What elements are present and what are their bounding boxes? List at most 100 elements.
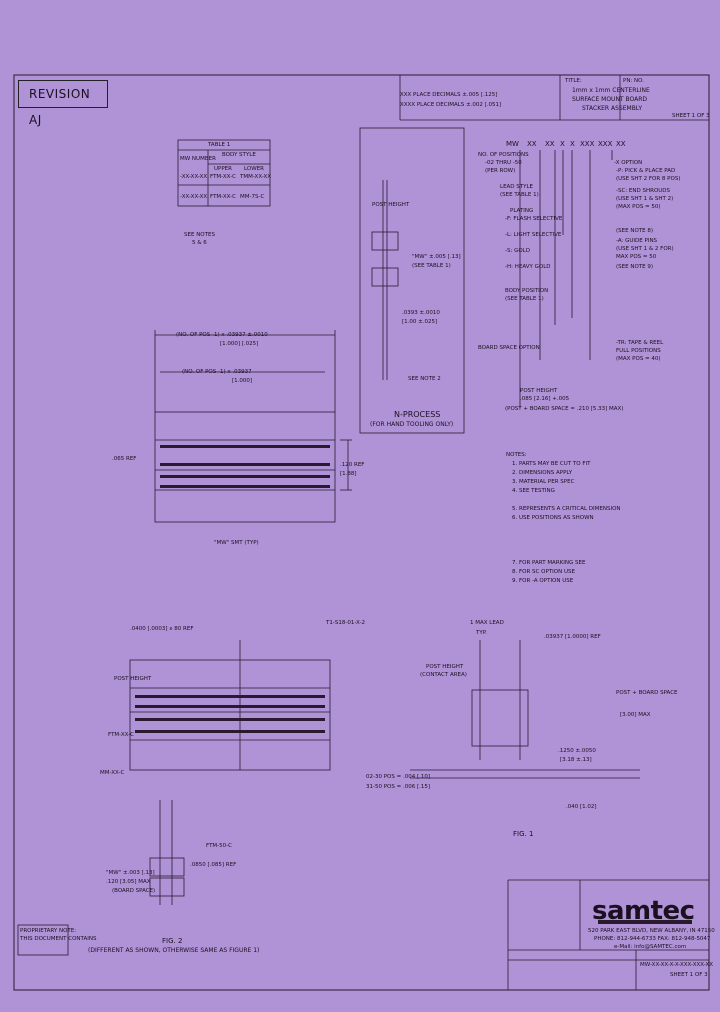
option-line: (MAX POS = 40) <box>616 356 661 362</box>
title-line-1: 1mm x 1mm CENTERLINE <box>572 87 650 94</box>
tolerance-1: XXX PLACE DECIMALS ±.005 [.125] <box>400 92 498 98</box>
note-line: 3. MATERIAL PER SPEC <box>512 479 575 485</box>
code-line: -S: GOLD <box>505 248 530 254</box>
n-process-title: N-PROCESS <box>394 410 441 419</box>
pos-b: 31-50 POS = .006 [.15] <box>366 784 431 790</box>
code-line: PLATING <box>510 208 534 214</box>
code-line: POST HEIGHT <box>520 388 558 394</box>
see-notes: SEE NOTES <box>184 232 215 238</box>
no-pos-dim-b2: [1.000] <box>232 378 253 384</box>
dim-a: .0393 ±.0010 <box>402 310 440 316</box>
pn-code-3: X <box>560 140 565 148</box>
fig-2-label: FIG. 2 <box>162 937 183 945</box>
see-note-2: SEE NOTE 2 <box>408 376 441 382</box>
sheet-top: SHEET 1 OF 3 <box>672 113 710 119</box>
typ-label: TYP. <box>476 630 487 636</box>
fig-2-note: (DIFFERENT AS SHOWN, OTHERWISE SAME AS F… <box>88 947 260 954</box>
option-line: FULL POSITIONS <box>616 348 661 354</box>
see-notes-2: 5 & 6 <box>192 240 207 246</box>
code-line: BOARD SPACE OPTION <box>478 345 540 351</box>
dim-065: .065 REF <box>112 456 137 462</box>
dim-040: .040 [1.02] <box>566 804 597 810</box>
code-line: -H: HEAVY GOLD <box>505 264 551 270</box>
note-line: 2. DIMENSIONS APPLY <box>512 470 573 476</box>
table-cell: -XX-XX-XX <box>180 174 208 180</box>
dim-125b: [3.18 ±.13] <box>560 757 592 763</box>
table-header-right: BODY STYLE <box>222 152 256 158</box>
pin-label: T1-S18-01-X-2 <box>326 620 366 626</box>
table-cell: -XX-XX-XX <box>180 194 208 200</box>
company-line-2: PHONE: 812-944-6733 FAX: 812-948-5047 <box>594 936 711 942</box>
table-title: TABLE 1 <box>208 142 231 148</box>
code-line: BODY POSITION <box>505 288 549 294</box>
option-line: -A: GUIDE PINS <box>616 238 658 244</box>
code-line: NO. OF POSITIONS <box>478 152 529 158</box>
mw-003: "MW" ±.003 [.13] <box>106 870 155 876</box>
code-line: -F: FLASH SELECTIVE <box>505 216 563 222</box>
table-sub-upper: UPPER <box>214 166 232 172</box>
top-ref-label: .0400 [.0003] x 80 REF <box>130 626 194 632</box>
note-line: 4. SEE TESTING <box>512 488 555 494</box>
proprietary-title: PROPRIETARY NOTE: <box>20 928 77 934</box>
code-line: (PER ROW) <box>485 168 516 174</box>
code-line: .085 [2.16] +.005 <box>520 396 570 402</box>
code-line: -02 THRU -50 <box>485 160 522 166</box>
table-sub-lower: LOWER <box>244 166 264 172</box>
dim-120b: .120 [3.05] MAX <box>106 879 151 885</box>
no-pos-dim: (NO. OF POS -1) x .03937 ±.0010 <box>176 332 268 338</box>
contact-area: (CONTACT AREA) <box>420 672 467 678</box>
no-pos-dim-b: (NO. OF POS -1) x .03937 <box>182 369 252 375</box>
table-header-left: MW NUMBER <box>180 156 216 162</box>
table-cell: MM-7S-C <box>240 194 265 200</box>
option-line: MAX POS = 50 <box>616 254 657 260</box>
dim-120: .120 REF <box>340 462 365 468</box>
mw-smt-label: "MW" SMT (TYP) <box>214 540 259 546</box>
option-line: -X OPTION <box>614 160 643 166</box>
max-lead: 1 MAX LEAD <box>470 620 504 626</box>
n-process-subtitle: (FOR HAND TOOLING ONLY) <box>370 421 454 428</box>
samtec-logo: samtec <box>592 896 695 926</box>
post-height-side: POST HEIGHT <box>114 676 152 682</box>
pn-code-6: XXX <box>598 140 613 148</box>
part-no-label: PN: NO. <box>623 78 645 84</box>
table-cell: TMM-XX-XX <box>240 174 272 180</box>
drawing-number: MW-XX-XX-X-X-XXX-XXX-XX <box>640 962 714 968</box>
option-line: -SC: END SHROUDS <box>616 188 671 194</box>
pn-code-1: XX <box>527 140 537 148</box>
table-cell: FTM-XX-C <box>210 174 236 180</box>
note-line: 9. FOR -A OPTION USE <box>512 578 574 584</box>
mm-label: MM-XX-C <box>100 770 125 776</box>
see-table-label: (SEE TABLE 1) <box>412 263 451 269</box>
fig-1-label: FIG. 1 <box>513 830 534 838</box>
ftm-50-c: FTM-50-C <box>206 843 232 849</box>
pos-a: 02-30 POS = .004 [.10] <box>366 774 431 780</box>
board-space-b: POST + BOARD SPACE <box>616 690 678 696</box>
dim-125: .1250 ±.0050 <box>558 748 596 754</box>
option-line: (SEE NOTE 8) <box>616 228 654 234</box>
dim-0393-ref: .03937 [1.0000] REF <box>544 634 601 640</box>
company-line-1: 520 PARK EAST BLVD, NEW ALBANY, IN 47150 <box>588 928 715 934</box>
pn-code-7: XX <box>616 140 626 148</box>
sheet-bottom: SHEET 1 OF 3 <box>670 972 708 978</box>
title-label: TITLE: <box>565 78 582 84</box>
note-line: NOTES: <box>506 452 527 458</box>
title-line-2: SURFACE MOUNT BOARD <box>572 96 648 103</box>
code-line: LEAD STYLE <box>500 184 534 190</box>
code-line: (POST + BOARD SPACE = .210 [5.33] MAX) <box>505 406 624 412</box>
option-line: (USE SHT 1 & SHT 2) <box>616 196 674 202</box>
title-line-3: STACKER ASSEMBLY <box>582 105 643 112</box>
dim-a2: [1.00 ±.025] <box>402 319 438 325</box>
pn-code-2: XX <box>545 140 555 148</box>
post-height-contact: POST HEIGHT <box>426 664 464 670</box>
table-cell: FTM-XX-C <box>210 194 236 200</box>
company-line-3: e-Mail: info@SAMTEC.com <box>614 944 687 950</box>
no-pos-dim-2: [1.000] [.025] <box>220 341 259 347</box>
ftm-label: FTM-XX-C <box>108 732 134 738</box>
mw-spec-label: "MW" ±.005 [.13] <box>412 254 461 260</box>
code-line: (SEE TABLE 1) <box>500 192 539 198</box>
note-line: 5. REPRESENTS A CRITICAL DIMENSION <box>512 506 621 512</box>
note-line: 7. FOR PART MARKING SEE <box>512 560 586 566</box>
post-height-label: POST HEIGHT <box>372 202 410 208</box>
pn-code-4: X <box>570 140 575 148</box>
